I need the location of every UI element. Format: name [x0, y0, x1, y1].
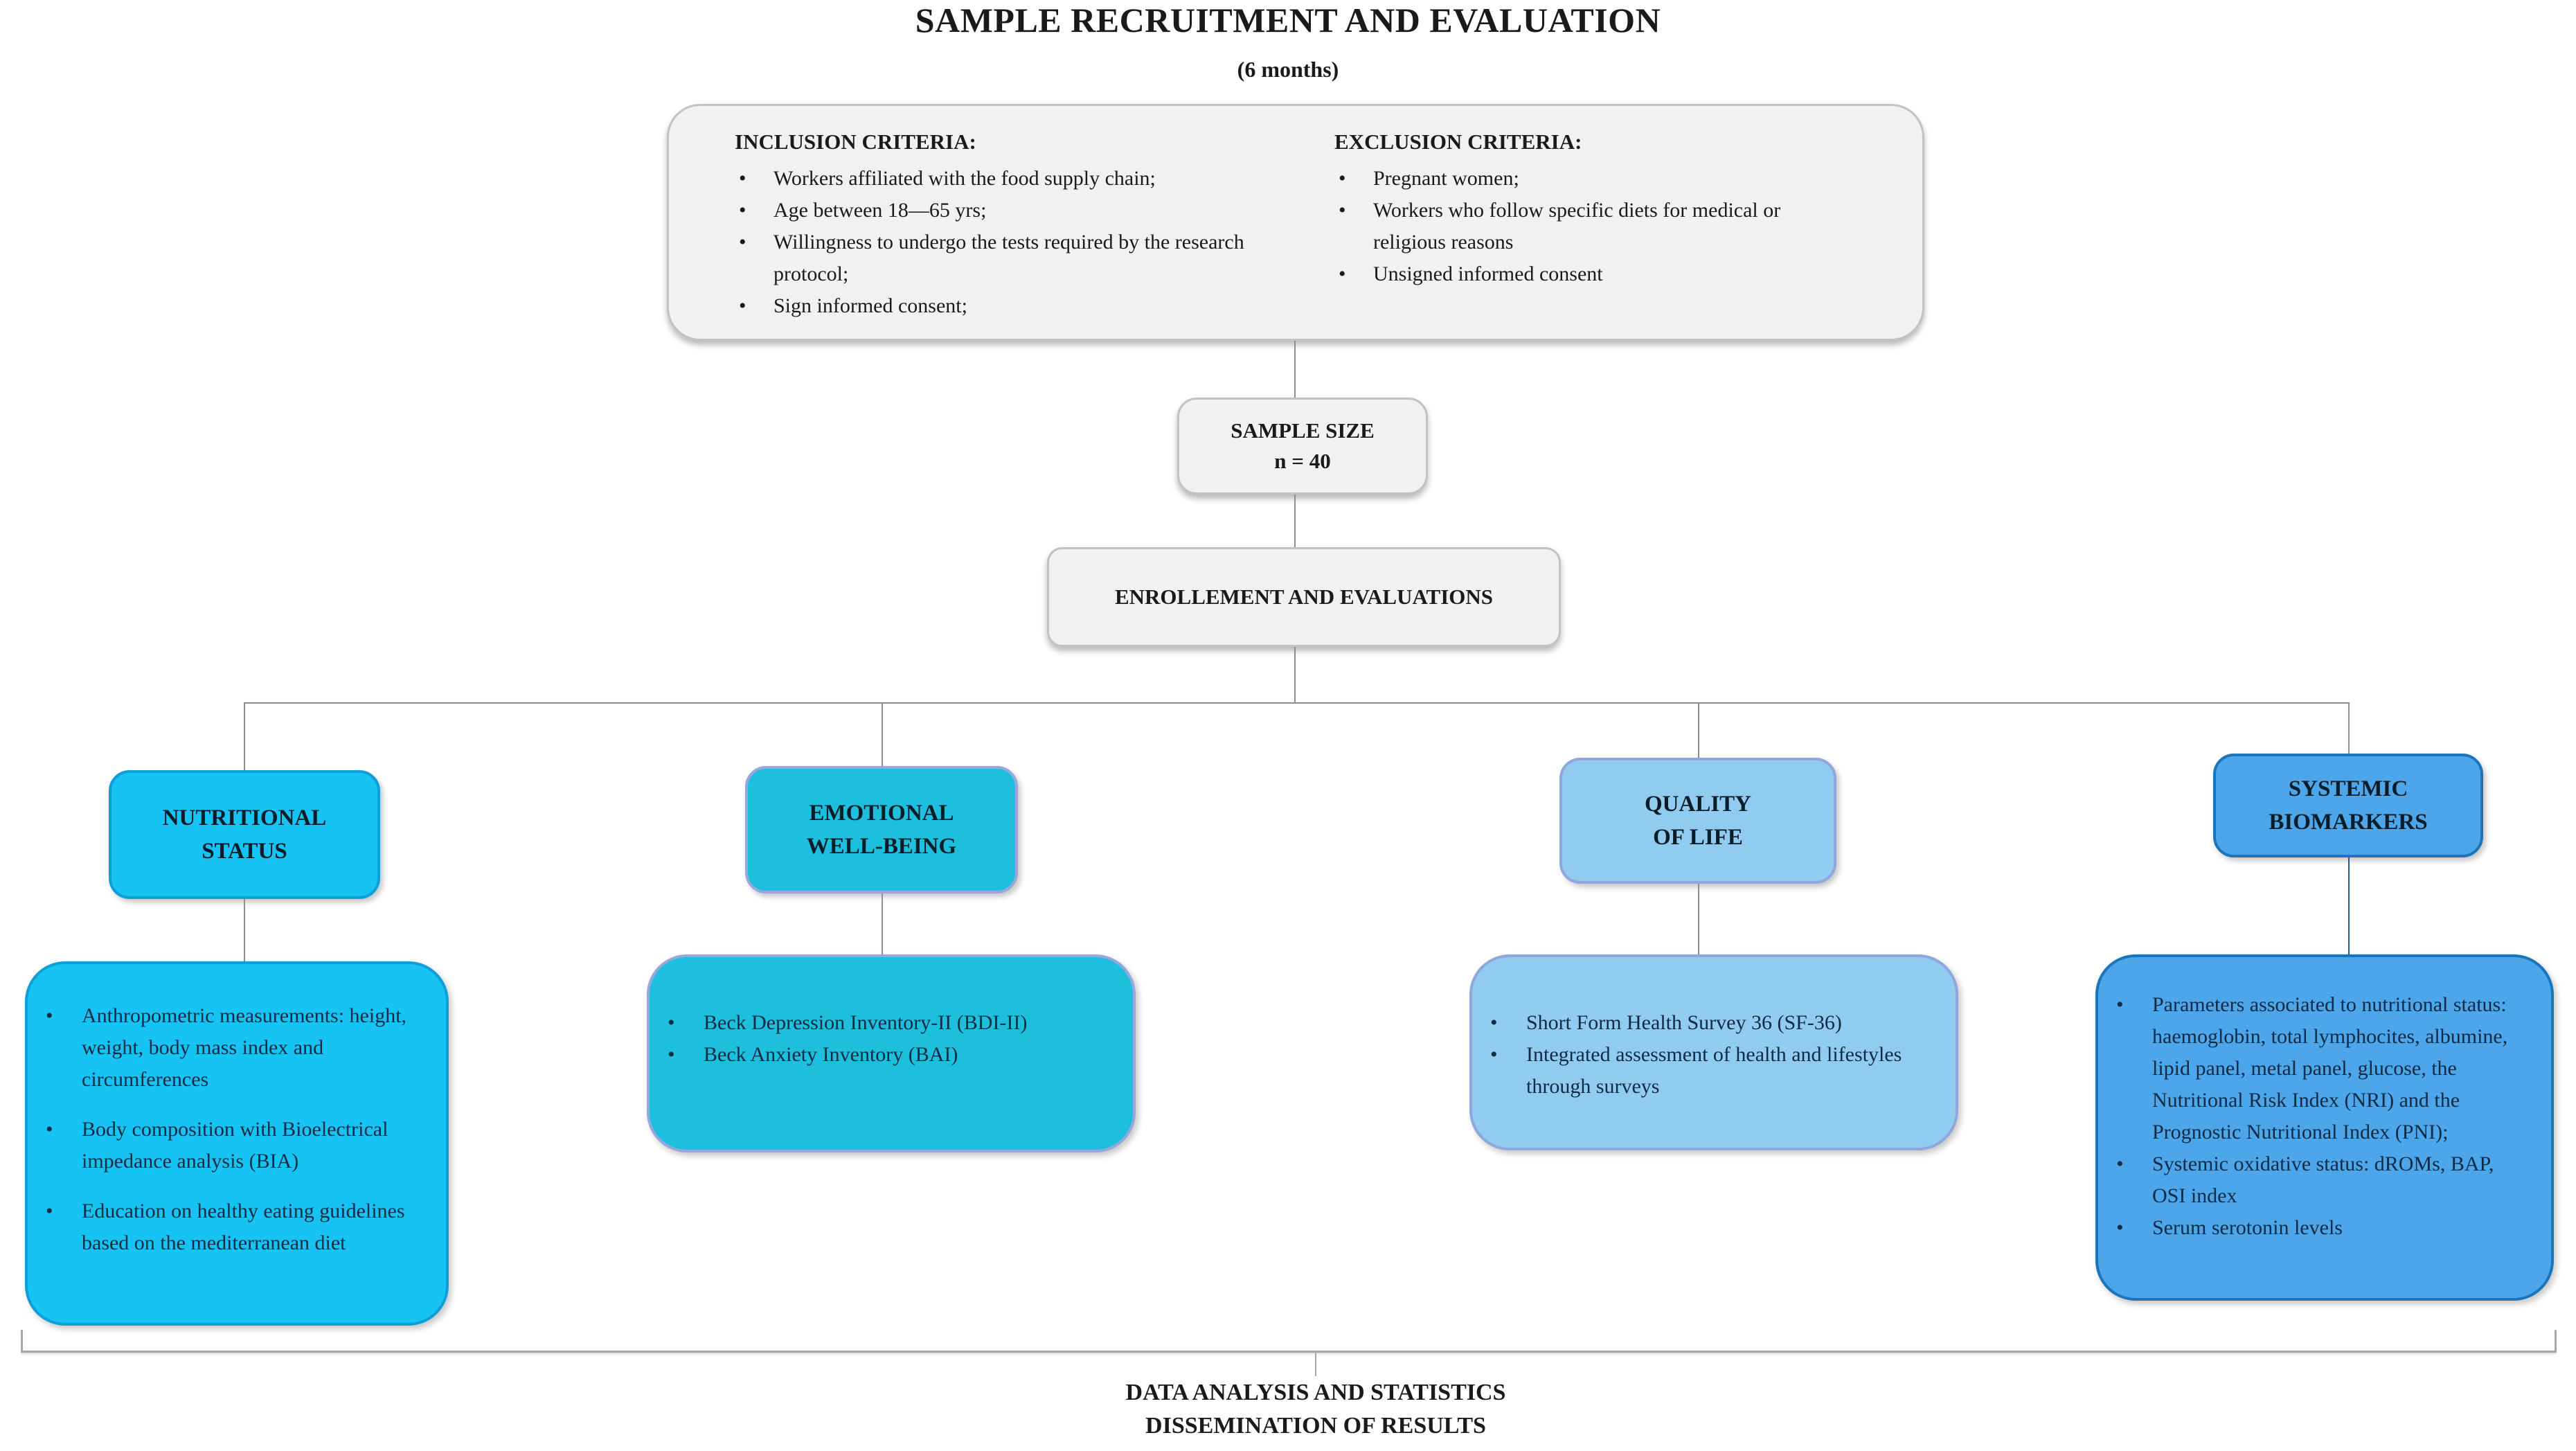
branch-drop-emotional — [882, 702, 883, 766]
detail-box-quality-of-life: Short Form Health Survey 36 (SF-36)Integ… — [1469, 954, 1958, 1150]
bullet-item: Sign informed consent; — [735, 290, 1289, 322]
detail-box-nutritional-status: Anthropometric measurements: height, wei… — [25, 961, 449, 1326]
bullet-item: Workers affiliated with the food supply … — [735, 163, 1289, 195]
page-title: SAMPLE RECRUITMENT AND EVALUATION — [915, 1, 1661, 39]
connector-criteria-to-sample — [1294, 341, 1296, 398]
stage-box-nutritional-status: NUTRITIONAL STATUS — [109, 770, 380, 899]
exclusion-list: Pregnant women;Workers who follow specif… — [1334, 163, 1819, 290]
page-subtitle: (6 months) — [1237, 57, 1339, 82]
sample-size-value: n = 40 — [1274, 449, 1331, 473]
inclusion-list: Workers affiliated with the food supply … — [735, 163, 1289, 322]
detail-box-emotional-well-being: Beck Depression Inventory-II (BDI-II)Bec… — [647, 954, 1136, 1152]
bullet-item: Short Form Health Survey 36 (SF-36) — [1472, 1007, 1928, 1039]
detail-box-systemic-biomarkers: Parameters associated to nutritional sta… — [2095, 954, 2554, 1301]
branch-horizontal-line — [244, 702, 2350, 704]
connector-enrollment-to-branches — [1294, 647, 1296, 702]
exclusion-heading: EXCLUSION CRITERIA: — [1334, 130, 1582, 154]
bullet-item: Integrated assessment of health and life… — [1472, 1039, 1928, 1103]
connector-sample-to-enrollment — [1294, 495, 1296, 547]
bullet-item: Education on healthy eating guidelines b… — [28, 1195, 411, 1259]
branch-drop-quality — [1698, 702, 1699, 758]
bottom-bracket-right-tick — [2555, 1330, 2557, 1352]
emotional-items-list: Beck Depression Inventory-II (BDI-II)Bec… — [650, 1007, 1105, 1071]
inclusion-criteria-section: INCLUSION CRITERIA: Workers affiliated w… — [735, 130, 1289, 322]
bullet-item: Serum serotonin levels — [2098, 1212, 2530, 1244]
footer-dissemination: DISSEMINATION OF RESULTS — [1145, 1413, 1486, 1439]
bottom-bracket-left-tick — [21, 1330, 23, 1352]
connector-systemic-detail — [2348, 857, 2350, 954]
stage-box-quality-of-life: QUALITY OF LIFE — [1559, 758, 1836, 884]
bullet-item: Parameters associated to nutritional sta… — [2098, 989, 2530, 1148]
bottom-bracket-center-tick — [1315, 1351, 1316, 1376]
bullet-item: Willingness to undergo the tests require… — [735, 226, 1289, 290]
systemic-items-list: Parameters associated to nutritional sta… — [2098, 989, 2530, 1244]
bullet-item: Beck Anxiety Inventory (BAI) — [650, 1039, 1105, 1071]
bullet-item: Age between 18—65 yrs; — [735, 195, 1289, 226]
bullet-item: Pregnant women; — [1334, 163, 1819, 195]
bullet-item: Workers who follow specific diets for me… — [1334, 195, 1819, 258]
bullet-item: Anthropometric measurements: height, wei… — [28, 1000, 411, 1096]
inclusion-heading: INCLUSION CRITERIA: — [735, 130, 976, 154]
enrollment-box: ENROLLEMENT AND EVALUATIONS — [1047, 547, 1561, 647]
stage-box-systemic-biomarkers: SYSTEMIC BIOMARKERS — [2213, 754, 2483, 857]
nutritional-items-list: Anthropometric measurements: height, wei… — [28, 1000, 411, 1259]
bullet-item: Body composition with Bioelectrical impe… — [28, 1114, 411, 1177]
bullet-item: Unsigned informed consent — [1334, 258, 1819, 290]
branch-drop-nutritional — [244, 702, 245, 770]
criteria-box: INCLUSION CRITERIA: Workers affiliated w… — [667, 104, 1924, 341]
branch-drop-systemic — [2348, 702, 2350, 754]
exclusion-criteria-section: EXCLUSION CRITERIA: Pregnant women;Worke… — [1334, 130, 1819, 290]
connector-emotional-detail — [882, 893, 883, 954]
connector-nutritional-detail — [244, 899, 245, 961]
quality-items-list: Short Form Health Survey 36 (SF-36)Integ… — [1472, 1007, 1928, 1103]
footer-data-analysis: DATA ANALYSIS AND STATISTICS — [1125, 1380, 1506, 1405]
bottom-bracket-line — [21, 1351, 2557, 1353]
sample-size-label: SAMPLE SIZE — [1231, 418, 1375, 443]
stage-box-emotional-well-being: EMOTIONAL WELL-BEING — [745, 766, 1018, 893]
connector-quality-detail — [1698, 884, 1699, 954]
sample-size-box: SAMPLE SIZE n = 40 — [1177, 398, 1428, 495]
bullet-item: Beck Depression Inventory-II (BDI-II) — [650, 1007, 1105, 1039]
bullet-item: Systemic oxidative status: dROMs, BAP, O… — [2098, 1148, 2530, 1212]
